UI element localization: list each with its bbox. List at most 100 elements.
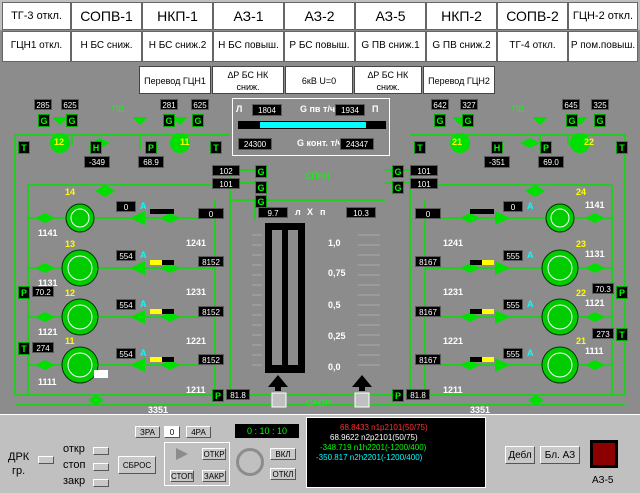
alarm-hbs-low2: Н БС сниж.2	[142, 31, 213, 62]
right-p-23-value: 70.3	[592, 283, 614, 294]
alarm-az1: АЗ-1	[213, 2, 284, 30]
left-g-3: G	[163, 114, 175, 127]
left-pump-12-code: 1121	[38, 327, 58, 337]
left-pump-13-a-unit: A	[140, 250, 147, 260]
az5-button[interactable]	[590, 440, 618, 468]
otkr-button[interactable]	[93, 447, 109, 455]
right-valve-1241: 1241	[443, 238, 464, 248]
left-pump-13-num: 13	[65, 239, 76, 249]
vkl-button[interactable]: ВКЛ	[270, 448, 296, 460]
alarm-gpv-low2: G ПВ сниж.2	[426, 31, 497, 62]
left-header-3351: 3351	[148, 405, 169, 415]
left-pump-14-a-unit: A	[140, 201, 147, 211]
right-t-1: T	[414, 141, 426, 154]
right-642: 642	[431, 99, 449, 110]
right-pump-22-a: 555	[503, 299, 523, 310]
az5-label: АЗ-5	[592, 475, 614, 486]
trend-display	[306, 417, 486, 488]
alarm-az5: АЗ-5	[355, 2, 426, 30]
stop2-button[interactable]: СТОП	[170, 470, 194, 482]
zra-count: 0	[164, 426, 180, 438]
left-pump-14-v: 0	[198, 208, 224, 219]
right-header-3351: 3351	[470, 405, 491, 415]
alarm-6kv-zero: 6кВ U=0	[285, 66, 353, 94]
pv-left-label: Л	[236, 104, 243, 114]
right-p-bottom: P	[392, 389, 404, 402]
right-pump-21-v: 8167	[415, 354, 441, 365]
alarm-gcn2-off: ГЦН-2 откл.	[568, 2, 638, 30]
otkl-button[interactable]: ОТКЛ	[270, 468, 296, 480]
right-g-2: G	[462, 114, 474, 127]
left-pump-12-num: 12	[65, 288, 76, 298]
right-pump-24-code: 1141	[585, 200, 605, 210]
otkr2-button[interactable]: ОТКР	[202, 448, 226, 460]
spin-label: СПпН	[305, 171, 330, 181]
alarm-perevod-gcn2: Перевод ГЦН2	[423, 66, 495, 94]
alarm-dp1-line2: сниж.	[236, 82, 260, 92]
gr-label: гр.	[12, 465, 26, 477]
level-p: п	[320, 207, 326, 217]
alarm-gcn1-off: ГЦН1 откл.	[2, 31, 71, 62]
rra-button[interactable]: 4РА	[186, 426, 211, 438]
zakr-button[interactable]	[93, 479, 109, 487]
trend-line-3: -348.719 n1h2201(-1200/400)	[320, 443, 427, 452]
spin-101-r2: 101	[410, 178, 438, 189]
left-sep-12: 12	[54, 137, 65, 147]
stop-button[interactable]	[93, 463, 109, 471]
right-t-22-value: 273	[592, 328, 614, 339]
spin-101-l: 101	[212, 178, 240, 189]
saor-label: САОР	[306, 398, 332, 408]
alarm-az2: АЗ-2	[284, 2, 355, 30]
pv-left-value: 1804	[252, 104, 282, 116]
right-g-1: G	[434, 114, 446, 127]
level-right-value: 10.3	[346, 207, 376, 218]
left-p-13: P	[18, 286, 30, 299]
debl-button[interactable]: Дебл	[505, 446, 535, 464]
left-pump-13-a: 554	[116, 250, 136, 261]
left-pump-14-num: 14	[65, 187, 76, 197]
left-h: H	[90, 141, 102, 154]
otkr-label: откр	[63, 443, 85, 455]
zra-button[interactable]: ЗРА	[135, 426, 160, 438]
level-left-value: 9.7	[258, 207, 288, 218]
kont-label: G конт. т/ч	[297, 138, 343, 148]
alarm-hbs-high: Н БС повыш.	[213, 31, 284, 62]
zakr2-button[interactable]: ЗАКР	[202, 470, 226, 482]
level-tick-0-75: 0,75	[328, 268, 346, 278]
right-pump-22-num: 22	[576, 288, 587, 298]
level-tick-1-0: 1,0	[328, 238, 341, 248]
right-pump-23-a: 555	[503, 250, 523, 261]
left-t-1: T	[18, 141, 30, 154]
left-sep-11: 11	[180, 137, 190, 147]
pv-right-label: П	[372, 104, 379, 114]
trend-line-2: 68.9622 n2p2101(50/75)	[330, 433, 418, 442]
left-281: 281	[160, 99, 178, 110]
right-pump-23-code: 1131	[585, 249, 605, 259]
alarm-dp2-line1: ∆Р БС НК	[367, 70, 409, 80]
stop-label: стоп	[63, 459, 86, 471]
left-p-value: 68.9	[138, 156, 164, 168]
left-pump-11-num: 11	[65, 336, 75, 346]
drk-group-button[interactable]	[38, 456, 54, 464]
pv-bar-fill	[260, 122, 366, 128]
alarm-hbs-low: Н БС сниж.	[71, 31, 142, 62]
alarm-dp1-line1: ∆Р БС НК	[227, 70, 269, 80]
level-tick-0-0: 0,0	[328, 362, 341, 372]
alarm-dp2-line2: сниж.	[376, 82, 400, 92]
spin-g-1: G	[255, 165, 267, 178]
spin-101-r1: 101	[410, 165, 438, 176]
left-t-11: T	[18, 342, 30, 355]
spin-g-2: G	[255, 181, 267, 194]
left-g-2: G	[66, 114, 78, 127]
alarm-nkp1: НКП-1	[142, 2, 213, 30]
bl-az-button[interactable]: Бл. АЗ	[540, 446, 580, 464]
right-pump-24-a-unit: A	[527, 201, 534, 211]
alarm-perevod-gcn1: Перевод ГЦН1	[139, 66, 211, 94]
pv-bar	[238, 121, 386, 129]
left-285: 285	[34, 99, 52, 110]
sbros-button[interactable]: СБРОС	[118, 456, 156, 474]
right-325: 325	[591, 99, 609, 110]
left-valve-1221: 1221	[186, 336, 207, 346]
left-p-13-value: 70.2	[32, 286, 54, 297]
left-pump-12-a-unit: A	[140, 299, 147, 309]
